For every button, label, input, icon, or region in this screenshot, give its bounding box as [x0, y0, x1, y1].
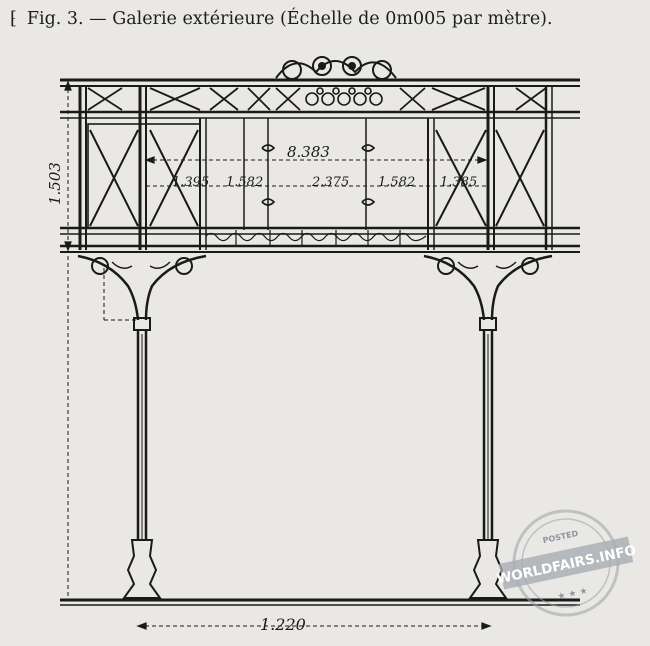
right-column — [468, 317, 508, 599]
worldfairs-stamp: POSTED WORLDFAIRS.INFO ★ ★ ★ — [495, 509, 638, 617]
upper-railing — [60, 78, 580, 119]
height-dimension-label: 1.503 — [46, 162, 64, 205]
caption-marker: ⁅ — [10, 9, 17, 29]
segment-label-4: 1.582 — [378, 175, 415, 190]
segment-label-1: 1.395 — [172, 175, 209, 190]
center-frieze — [305, 87, 383, 106]
span-dimension-label: 8.383 — [287, 143, 330, 161]
stamp-top: POSTED — [542, 529, 579, 545]
ground-line — [60, 598, 580, 606]
caption-text: Fig. 3. — Galerie extérieure (Échelle de… — [26, 9, 553, 29]
segment-label-2: 1.582 — [226, 175, 263, 190]
dimension-arrows — [64, 80, 492, 630]
left-bracket — [77, 254, 207, 321]
main-frame — [60, 86, 580, 253]
large-cross-bracing — [87, 123, 545, 229]
lower-frieze — [205, 230, 427, 246]
hinge-marks — [261, 144, 376, 206]
segment-label-5: 1.385 — [440, 175, 477, 190]
right-bracket — [423, 254, 553, 321]
crest-ornament — [275, 56, 397, 80]
figure-caption: ⁅ Fig. 3. — Galerie extérieure (Échelle d… — [10, 9, 553, 29]
segment-label-3: 2.375 — [311, 175, 349, 190]
upper-cross-panels — [87, 87, 547, 111]
bottom-dimension-label: 1.220 — [260, 615, 306, 634]
dimension-lines — [67, 82, 490, 627]
left-column — [122, 317, 162, 599]
